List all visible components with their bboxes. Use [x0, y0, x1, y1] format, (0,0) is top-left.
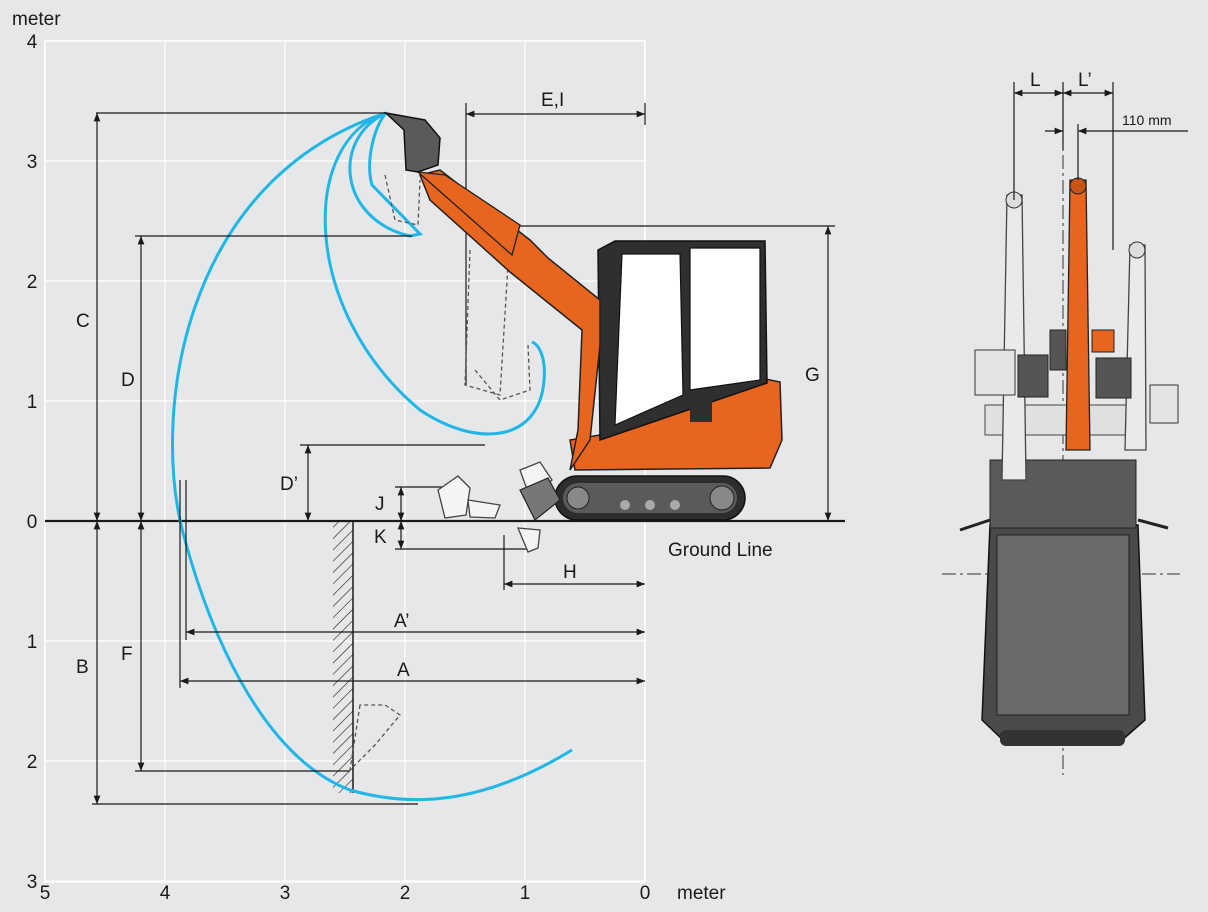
top-view-boom-right — [1124, 244, 1147, 451]
label-L: L — [1030, 70, 1041, 91]
cab-rear-window — [689, 247, 761, 391]
x-tick-label: 1 — [520, 883, 531, 904]
label-A-prime: A’ — [394, 611, 409, 632]
label-F: F — [121, 644, 133, 665]
label-L-prime: L’ — [1078, 70, 1092, 91]
y-tick-label: 2 — [27, 752, 38, 773]
arm — [416, 171, 521, 257]
y-tick-label: 0 — [27, 512, 38, 533]
x-tick-label: 2 — [400, 883, 411, 904]
dimension-labels: C D B F D’ E,I G J K H A’ A — [76, 90, 820, 681]
y-tick-label: 1 — [27, 632, 38, 653]
ground-line-label: Ground Line — [668, 540, 773, 561]
label-E-I: E,I — [541, 90, 564, 111]
dozer-blade — [519, 477, 561, 521]
excavator-side-view — [383, 111, 783, 521]
x-tick-label: 4 — [160, 883, 171, 904]
label-H: H — [563, 562, 577, 583]
x-tick-label: 5 — [40, 883, 51, 904]
trench-wall-hatch — [333, 521, 353, 793]
offset-label: 110 mm — [1122, 112, 1172, 128]
label-C: C — [76, 311, 90, 332]
label-A: A — [397, 660, 410, 681]
bucket — [383, 111, 441, 173]
top-view-boom-center — [1065, 179, 1091, 451]
y-tick-label: 2 — [27, 272, 38, 293]
y-tick-label: 3 — [27, 872, 38, 893]
top-view-boom-left — [1001, 194, 1027, 481]
digging-envelope — [171, 111, 573, 802]
cab-window — [614, 253, 684, 426]
label-K: K — [374, 527, 387, 548]
axis-ticks: 5 4 3 2 1 0 4 3 2 1 0 1 2 3 — [27, 32, 651, 904]
label-G: G — [805, 365, 820, 386]
y-tick-label: 4 — [27, 32, 38, 53]
x-tick-label: 0 — [640, 883, 651, 904]
x-tick-label: 3 — [280, 883, 291, 904]
label-J: J — [375, 494, 385, 515]
ghost-boom-positions — [349, 174, 531, 772]
label-D: D — [121, 370, 135, 391]
envelope-outer-curve — [171, 111, 573, 802]
dimension-lines — [92, 103, 835, 805]
y-tick-label: 3 — [27, 152, 38, 173]
envelope-small-loop — [348, 111, 424, 238]
excavator-top-view: L L’ 110 mm — [942, 70, 1188, 775]
y-unit-label: meter — [12, 9, 61, 30]
y-tick-label: 1 — [27, 392, 38, 413]
x-unit-label: meter — [677, 883, 726, 904]
label-D-prime: D’ — [280, 474, 298, 495]
label-B: B — [76, 657, 89, 678]
envelope-inner-curve — [323, 111, 546, 436]
